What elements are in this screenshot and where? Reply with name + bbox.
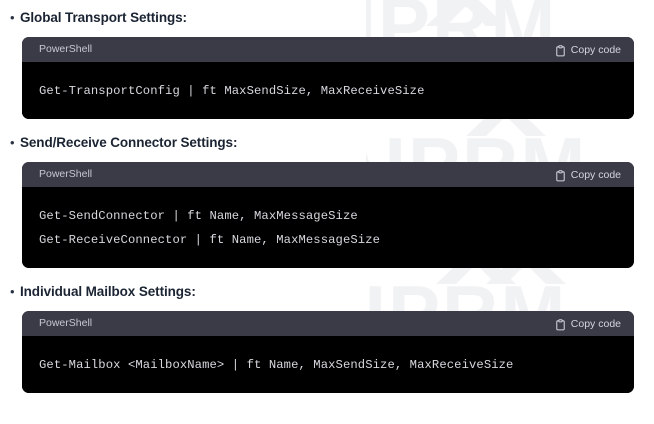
section-heading-row: • Send/Receive Connector Settings: xyxy=(0,134,654,152)
code-block-body[interactable]: Get-SendConnector | ft Name, MaxMessageS… xyxy=(22,187,634,268)
section-heading-row: • Individual Mailbox Settings: xyxy=(0,283,654,301)
settings-section: • Individual Mailbox Settings: PowerShel… xyxy=(0,268,654,393)
code-language-label: PowerShell xyxy=(39,168,93,180)
code-block: PowerShell Copy code Get-SendConnector |… xyxy=(22,162,634,268)
copy-code-button[interactable]: Copy code xyxy=(555,169,621,181)
code-line: Get-TransportConfig | ft MaxSendSize, Ma… xyxy=(39,84,425,98)
section-heading-label: Global Transport Settings: xyxy=(20,10,187,25)
answer-content: • Global Transport Settings: PowerShell … xyxy=(0,0,654,393)
list-bullet: • xyxy=(10,284,15,299)
clipboard-icon xyxy=(555,318,566,330)
copy-code-button[interactable]: Copy code xyxy=(555,44,621,56)
settings-section: • Send/Receive Connector Settings: Power… xyxy=(0,119,654,268)
code-block-header: PowerShell Copy code xyxy=(22,311,634,336)
code-block-header: PowerShell Copy code xyxy=(22,162,634,187)
code-line: Get-ReceiveConnector | ft Name, MaxMessa… xyxy=(39,233,381,247)
section-heading-label: Individual Mailbox Settings: xyxy=(20,284,196,299)
code-language-label: PowerShell xyxy=(39,317,93,329)
section-heading-row: • Global Transport Settings: xyxy=(0,9,654,27)
code-block-header: PowerShell Copy code xyxy=(22,37,634,62)
copy-code-label: Copy code xyxy=(570,43,621,56)
code-line: Get-SendConnector | ft Name, MaxMessageS… xyxy=(39,209,358,223)
settings-section: • Global Transport Settings: PowerShell … xyxy=(0,0,654,119)
code-line: Get-Mailbox <MailboxName> | ft Name, Max… xyxy=(39,358,514,372)
code-block: PowerShell Copy code Get-TransportConfig… xyxy=(22,37,634,119)
clipboard-icon xyxy=(555,169,566,181)
section-heading-label: Send/Receive Connector Settings: xyxy=(20,135,238,150)
list-bullet: • xyxy=(10,135,15,150)
clipboard-icon xyxy=(555,44,566,56)
copy-code-button[interactable]: Copy code xyxy=(555,318,621,330)
code-block: PowerShell Copy code Get-Mailbox <Mailbo… xyxy=(22,311,634,393)
code-block-body[interactable]: Get-TransportConfig | ft MaxSendSize, Ma… xyxy=(22,62,634,119)
copy-code-label: Copy code xyxy=(570,317,621,330)
copy-code-label: Copy code xyxy=(570,168,621,181)
code-block-body[interactable]: Get-Mailbox <MailboxName> | ft Name, Max… xyxy=(22,336,634,393)
code-language-label: PowerShell xyxy=(39,43,93,55)
list-bullet: • xyxy=(10,10,15,25)
